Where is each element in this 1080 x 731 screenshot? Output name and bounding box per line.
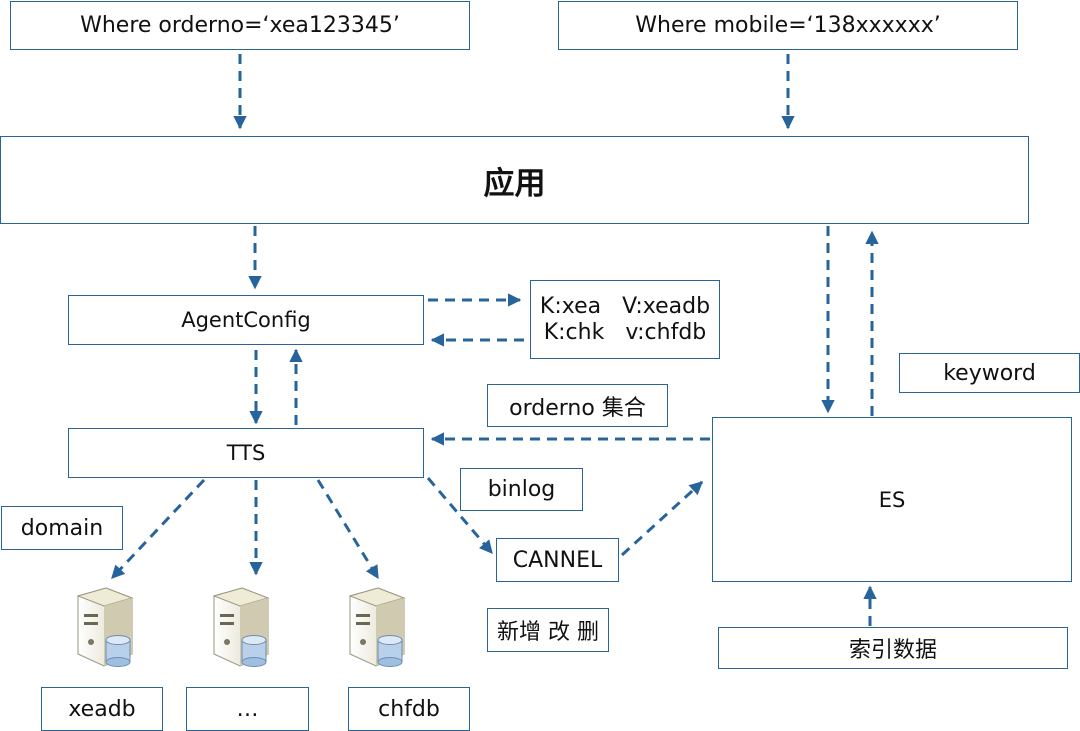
db-label-xeadb: xeadb bbox=[41, 687, 163, 731]
arrow-tts-to-chfdb bbox=[316, 479, 380, 580]
server-icon bbox=[76, 587, 134, 667]
arrow-cannel-to-es bbox=[620, 480, 704, 557]
query-orderno-box: Where orderno=‘xea123345’ bbox=[10, 1, 470, 50]
mapping-line-1: K:xea V:xeadb bbox=[539, 293, 711, 319]
orderno-set-box: orderno 集合 bbox=[487, 384, 668, 427]
server-icon bbox=[348, 587, 406, 667]
db-label-more: … bbox=[186, 687, 309, 731]
domain-box: domain bbox=[1, 506, 123, 550]
query-mobile-box: Where mobile=‘138xxxxxx’ bbox=[558, 1, 1018, 50]
keyword-box: keyword bbox=[899, 353, 1080, 393]
binlog-box: binlog bbox=[460, 468, 583, 511]
app-box: 应用 bbox=[0, 136, 1029, 224]
agentconfig-box: AgentConfig bbox=[68, 295, 424, 345]
es-box: ES bbox=[712, 417, 1072, 582]
index-data-box: 索引数据 bbox=[718, 627, 1068, 669]
database-icon bbox=[241, 635, 267, 667]
database-icon bbox=[105, 635, 131, 667]
database-icon bbox=[377, 635, 403, 667]
arrow-tts-to-xeadb bbox=[110, 478, 206, 580]
mapping-line-2: K:chk v:chfdb bbox=[543, 319, 707, 345]
db-label-chfdb: chfdb bbox=[348, 687, 470, 731]
cannel-box: CANNEL bbox=[496, 538, 619, 582]
crud-box: 新增 改 删 bbox=[487, 608, 609, 652]
server-icon bbox=[212, 587, 270, 667]
mapping-box: K:xea V:xeadb K:chk v:chfdb bbox=[530, 280, 720, 359]
tts-box: TTS bbox=[68, 428, 424, 478]
